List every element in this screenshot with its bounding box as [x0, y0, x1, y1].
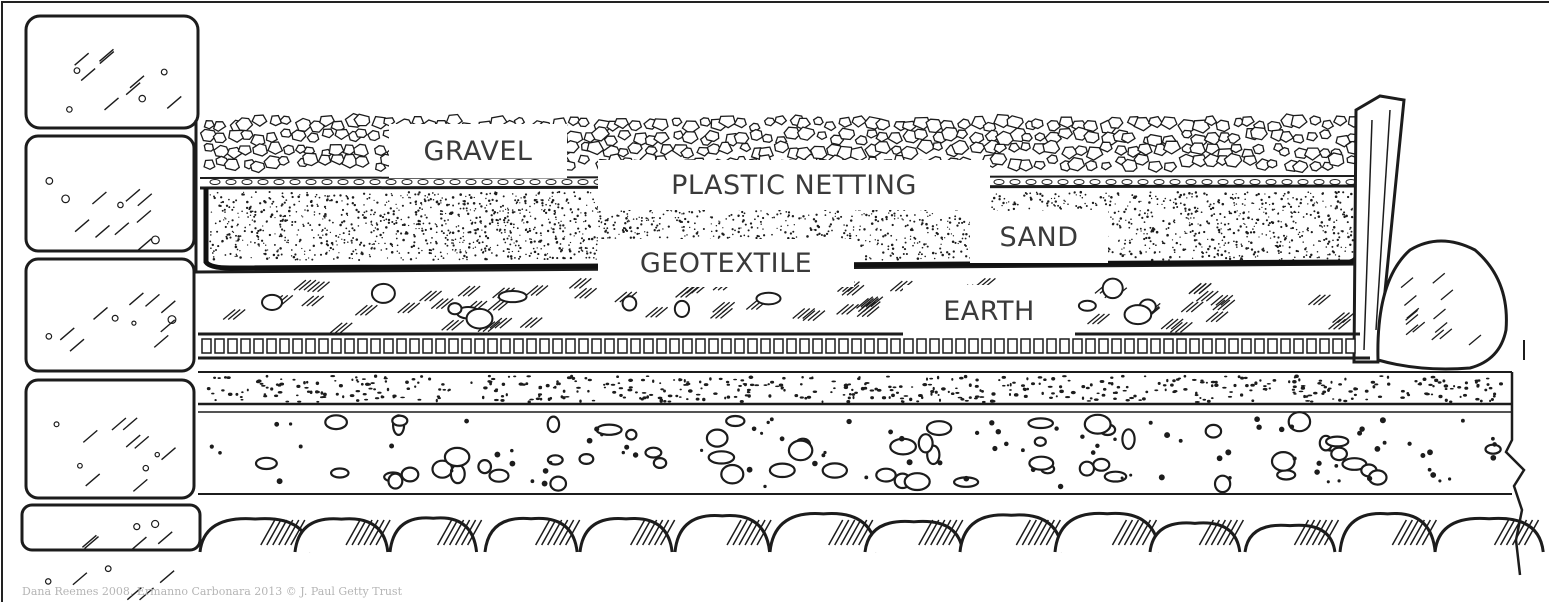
stone-wall: [22, 16, 200, 600]
coarse-aggregate-layer: [198, 412, 1512, 494]
wall-block-5: [22, 505, 200, 550]
image-credit: Dana Reemes 2008, Ermanno Carbonara 2013…: [22, 585, 402, 598]
wall-block-3: [26, 259, 194, 371]
label-gravel: GRAVEL: [389, 124, 567, 178]
wall-block-1: [26, 16, 198, 128]
label-geotextile: GEOTEXTILE: [598, 239, 854, 287]
brick-course: [198, 334, 1370, 358]
label-earth: EARTH: [903, 285, 1075, 337]
boulder: [1378, 241, 1507, 369]
wall-block-4: [26, 380, 194, 498]
wall-block-2: [26, 136, 194, 251]
label-sand: SAND: [970, 211, 1108, 263]
fine-aggregate-layer: [198, 372, 1512, 412]
label-plastic-netting: PLASTIC NETTING: [598, 160, 990, 210]
stone-foundation: [200, 513, 1543, 552]
